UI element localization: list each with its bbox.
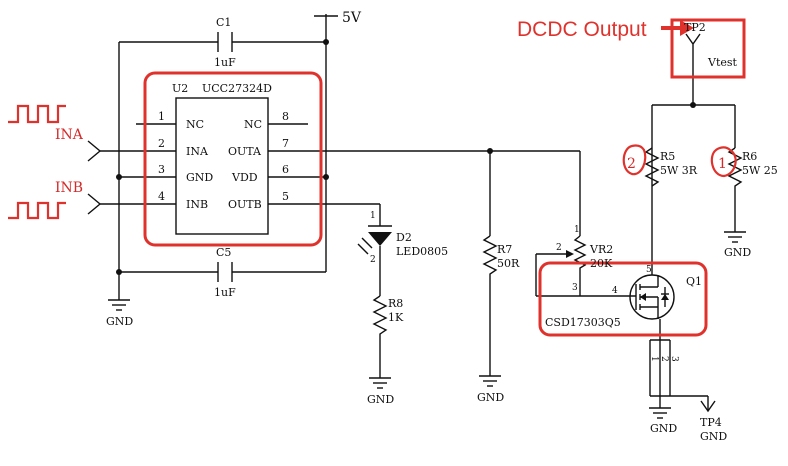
ic-pin-name-4: INB — [186, 198, 208, 211]
d2-pin1: 1 — [370, 211, 376, 221]
r7-ref: R7 — [497, 243, 512, 256]
input-arrow-inb — [87, 193, 102, 215]
r5-ref: R5 — [660, 150, 675, 163]
input-label-inb: INB — [55, 180, 83, 196]
input-arrow-ina — [87, 140, 102, 162]
annotation-arrow-title — [661, 20, 694, 36]
gnd-label-r7: GND — [477, 391, 504, 404]
ic-pin-num-5: 5 — [282, 190, 289, 203]
q1-part: CSD17303Q5 — [545, 316, 621, 329]
d2-pin2: 2 — [370, 255, 376, 265]
ic-body — [175, 97, 269, 235]
resistor-r7 — [482, 235, 498, 376]
q1-ref: Q1 — [686, 275, 702, 288]
capacitor-c1 — [217, 32, 233, 52]
ic-pin-num-1: 1 — [158, 110, 165, 123]
gnd-label-r6: GND — [724, 246, 751, 259]
wire-net-5v — [118, 14, 338, 300]
tp4-ref: TP4 — [700, 416, 722, 429]
r8-ref: R8 — [388, 297, 403, 310]
q1-source-pin-2: 2 — [659, 356, 669, 362]
r5-value: 5W 3R — [660, 164, 698, 177]
ic-pin-name-6: VDD — [231, 171, 258, 184]
mosfet-q1 — [629, 274, 675, 320]
hand-note-r6-circle — [710, 146, 737, 178]
ground-symbol-r8 — [369, 377, 391, 389]
ground-symbol-r6 — [724, 231, 746, 243]
ic-pin-name-2: INA — [186, 145, 209, 158]
gnd-label-left: GND — [106, 315, 133, 328]
vr2-pin2: 2 — [556, 243, 562, 253]
pulse-waveform-inb — [8, 201, 66, 220]
ic-pin-num-4: 4 — [158, 190, 165, 203]
vr2-pin1: 1 — [574, 225, 580, 235]
title-text: DCDC Output — [517, 18, 647, 41]
ic-pin-name-3: GND — [186, 171, 213, 184]
hand-note-r5-circle — [622, 144, 647, 176]
tp2-ref: TP2 — [684, 21, 706, 34]
tp4-label: GND — [700, 430, 727, 443]
ic-pin-name-1: NC — [186, 118, 204, 131]
ground-symbol-q1 — [649, 396, 671, 419]
ic-pin-name-5: OUTB — [228, 198, 262, 211]
capacitor-c5 — [217, 262, 233, 282]
supply-label: 5V — [342, 10, 362, 26]
tp2-label: Vtest — [707, 56, 738, 69]
pulse-waveform-ina — [8, 104, 66, 124]
r7-value: 50R — [497, 257, 520, 270]
ic-part: UCC27324D — [202, 82, 272, 95]
ic-pin-name-8: NC — [244, 118, 262, 131]
ground-symbol-left — [108, 299, 130, 311]
input-label-ina: INA — [55, 127, 84, 143]
vr2-value: 20K — [590, 257, 613, 270]
annotation-box-tp2 — [670, 18, 746, 79]
resistor-r8 — [372, 295, 388, 378]
resistor-r5 — [644, 147, 660, 187]
r8-value: 1K — [388, 311, 404, 324]
ic-pin-num-3: 3 — [158, 163, 165, 176]
ic-pin-num-2: 2 — [158, 137, 165, 150]
c5-ref: C5 — [216, 246, 231, 259]
testpoint-tp2-symbol — [685, 33, 701, 56]
vr2-pin3: 3 — [572, 283, 578, 293]
q1-source-pin-1: 1 — [649, 356, 659, 362]
ground-symbol-r7 — [479, 375, 501, 387]
c5-value: 1uF — [214, 286, 236, 299]
annotation-box-mosfet — [538, 261, 708, 337]
r5-hand-note: 2 — [627, 156, 636, 172]
ic-pin-num-7: 7 — [282, 137, 289, 150]
c1-value: 1uF — [214, 56, 236, 69]
potentiometer-vr2 — [573, 235, 587, 296]
q1-gate-pin: 4 — [612, 286, 618, 296]
c1-ref: C1 — [216, 16, 231, 29]
led-d2 — [357, 204, 392, 296]
ic-pin-num-8: 8 — [282, 110, 289, 123]
r6-value: 5W 25 — [742, 164, 778, 177]
ic-pins — [100, 123, 490, 205]
r6-hand-note: 1 — [718, 156, 727, 172]
ic-pin-num-6: 6 — [282, 163, 289, 176]
q1-drain-pin: 5 — [646, 265, 652, 275]
vr2-ref: VR2 — [589, 243, 613, 256]
ic-pin-name-7: OUTA — [228, 145, 262, 158]
testpoint-tp4-symbol — [700, 400, 716, 413]
ic-ref: U2 — [172, 82, 188, 95]
d2-value: LED0805 — [396, 245, 448, 258]
gnd-label-q1: GND — [650, 422, 677, 435]
r6-ref: R6 — [742, 150, 757, 163]
gnd-label-r8: GND — [367, 393, 394, 406]
d2-ref: D2 — [396, 231, 412, 244]
q1-source-pin-3: 3 — [669, 356, 679, 362]
annotation-box-ic — [143, 71, 323, 247]
